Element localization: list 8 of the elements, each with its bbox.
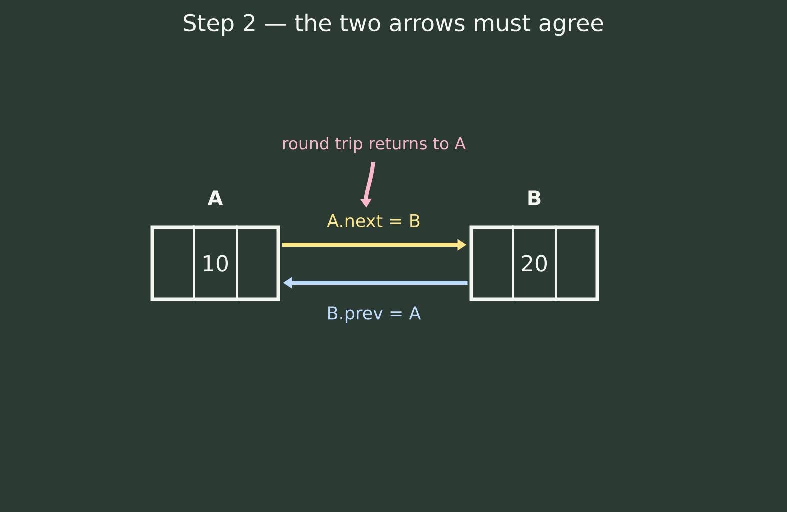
node-label: A xyxy=(208,190,224,206)
list-node-box: 10 xyxy=(150,226,280,302)
list-node-box: 20 xyxy=(470,226,600,302)
edge-label: A.next = B xyxy=(326,213,422,229)
callout-text: round trip returns to A xyxy=(283,137,466,153)
edge-label: B.prev = A xyxy=(325,305,423,325)
title: Step 2 — the two arrows must agree xyxy=(184,14,604,36)
node-label: B xyxy=(528,190,541,206)
